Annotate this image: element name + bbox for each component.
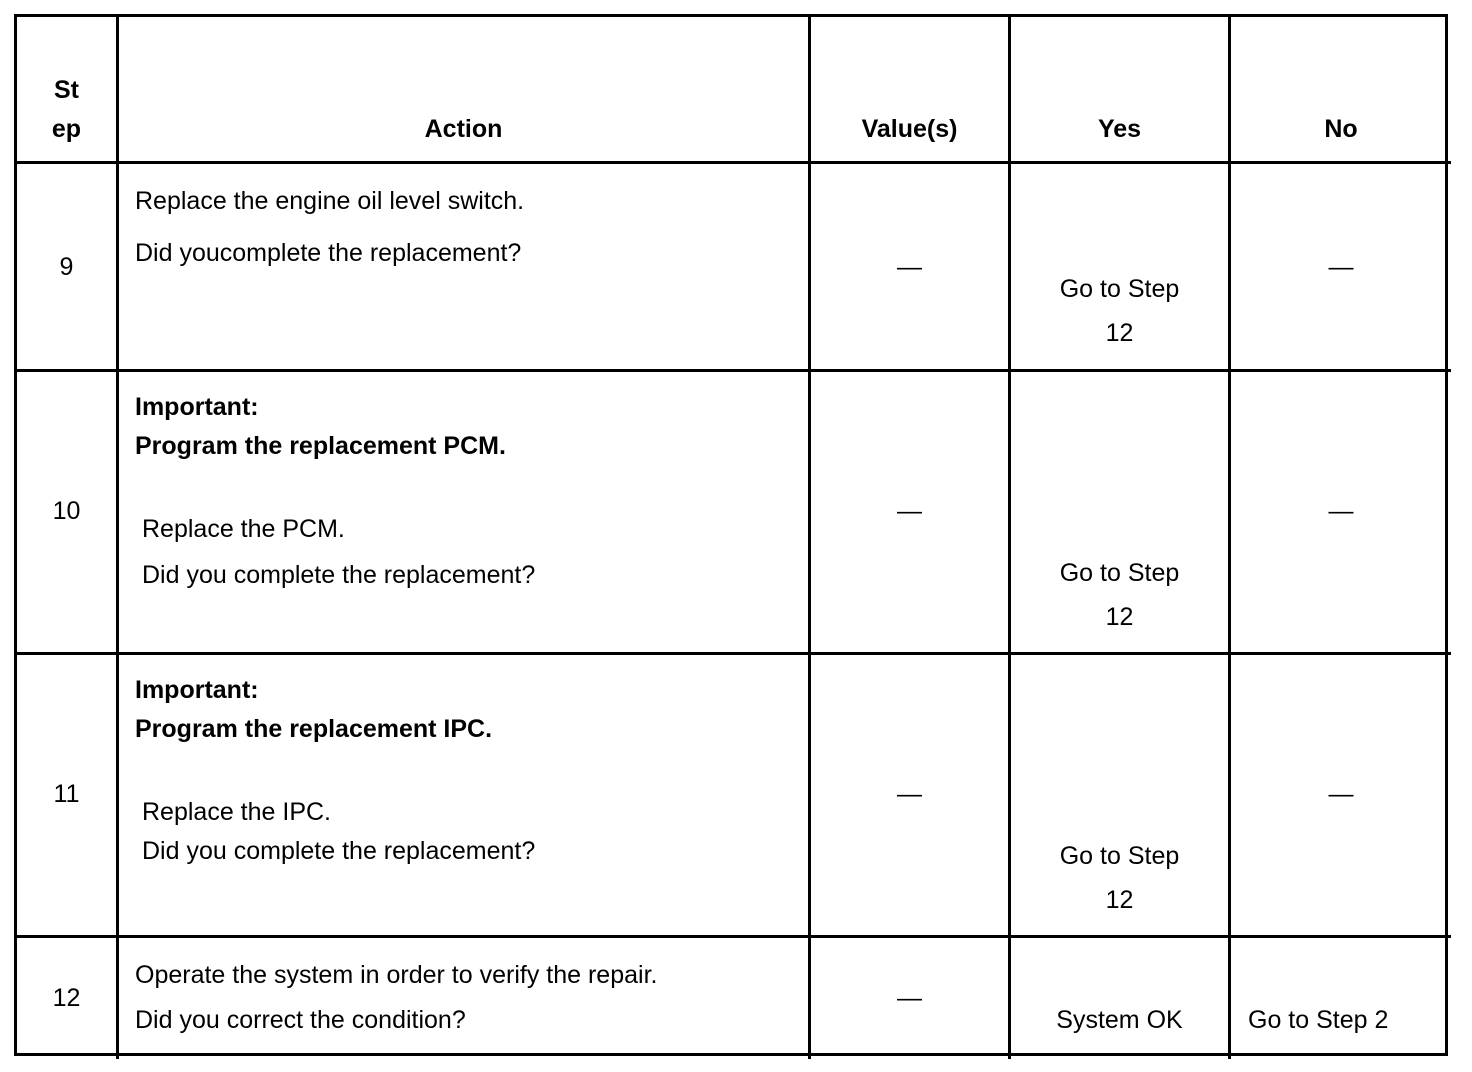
- action-question: Did youcomplete the replacement?: [135, 239, 522, 267]
- table-row-10-no: —: [1231, 372, 1451, 655]
- yes-goto-step: 12: [1105, 319, 1134, 347]
- table-row-10-step: 10: [17, 372, 119, 655]
- table-row-11-step: 11: [17, 655, 119, 938]
- table-row-9-yes: Go to Step 12: [1011, 164, 1231, 372]
- action-line: Replace the PCM.: [142, 515, 345, 543]
- action-line: Operate the system in order to verify th…: [135, 961, 658, 989]
- header-action-label: Action: [424, 115, 503, 143]
- diagnostic-table: St ep Action Value(s) Yes No 9 Replace t…: [14, 14, 1451, 1059]
- important-label: Important:: [135, 393, 259, 421]
- yes-goto: Go to Step: [1059, 559, 1180, 587]
- action-line: Replace the IPC.: [142, 798, 331, 826]
- action-line: Replace the engine oil level switch.: [135, 187, 525, 215]
- table-row-12-yes: System OK: [1011, 938, 1231, 1059]
- yes-goto: Go to Step: [1059, 842, 1180, 870]
- step-number: 9: [59, 253, 74, 281]
- important-text: Program the replacement IPC.: [135, 715, 493, 743]
- table-row-9-no: —: [1231, 164, 1451, 372]
- table-row-11-yes: Go to Step 12: [1011, 655, 1231, 938]
- header-values-label: Value(s): [861, 115, 958, 143]
- header-no-label: No: [1324, 115, 1358, 143]
- step-number: 11: [53, 780, 80, 808]
- important-label: Important:: [135, 676, 259, 704]
- step-number: 12: [52, 984, 81, 1012]
- no-dash: —: [1328, 780, 1354, 808]
- table-row-10-value: —: [811, 372, 1011, 655]
- table-row-12-value: —: [811, 938, 1011, 1059]
- table-row-11-value: —: [811, 655, 1011, 938]
- table-row-12-step: 12: [17, 938, 119, 1059]
- header-values: Value(s): [811, 17, 1011, 164]
- important-text: Program the replacement PCM.: [135, 432, 506, 460]
- yes-goto-step: 12: [1105, 603, 1134, 631]
- value-dash: —: [897, 497, 922, 525]
- table-row-9-action: Replace the engine oil level switch. Did…: [119, 164, 811, 372]
- no-dash: —: [1328, 253, 1354, 281]
- value-dash: —: [897, 984, 922, 1012]
- value-dash: —: [897, 780, 922, 808]
- yes-goto-step: 12: [1105, 886, 1134, 914]
- table-row-11-no: —: [1231, 655, 1451, 938]
- action-question: Did you correct the condition?: [135, 1006, 466, 1034]
- value-dash: —: [897, 253, 922, 281]
- table-row-9-value: —: [811, 164, 1011, 372]
- header-step: St ep: [17, 17, 119, 164]
- step-number: 10: [52, 497, 81, 525]
- header-step-line2: ep: [51, 115, 82, 143]
- table-row-12-action: Operate the system in order to verify th…: [119, 938, 811, 1059]
- table-row-11-action: Important: Program the replacement IPC. …: [119, 655, 811, 938]
- yes-goto: Go to Step: [1059, 275, 1180, 303]
- table-row-12-no: Go to Step 2: [1231, 938, 1451, 1059]
- no-goto: Go to Step 2: [1248, 1006, 1389, 1034]
- action-question: Did you complete the replacement?: [142, 561, 536, 589]
- header-no: No: [1231, 17, 1451, 164]
- table-row-10-action: Important: Program the replacement PCM. …: [119, 372, 811, 655]
- yes-system-ok: System OK: [1056, 1006, 1183, 1034]
- table-row-9-step: 9: [17, 164, 119, 372]
- header-action: Action: [119, 17, 811, 164]
- table-row-10-yes: Go to Step 12: [1011, 372, 1231, 655]
- action-question: Did you complete the replacement?: [142, 837, 536, 865]
- header-yes-label: Yes: [1097, 115, 1142, 143]
- header-step-line1: St: [54, 76, 79, 104]
- no-dash: —: [1328, 497, 1354, 525]
- header-yes: Yes: [1011, 17, 1231, 164]
